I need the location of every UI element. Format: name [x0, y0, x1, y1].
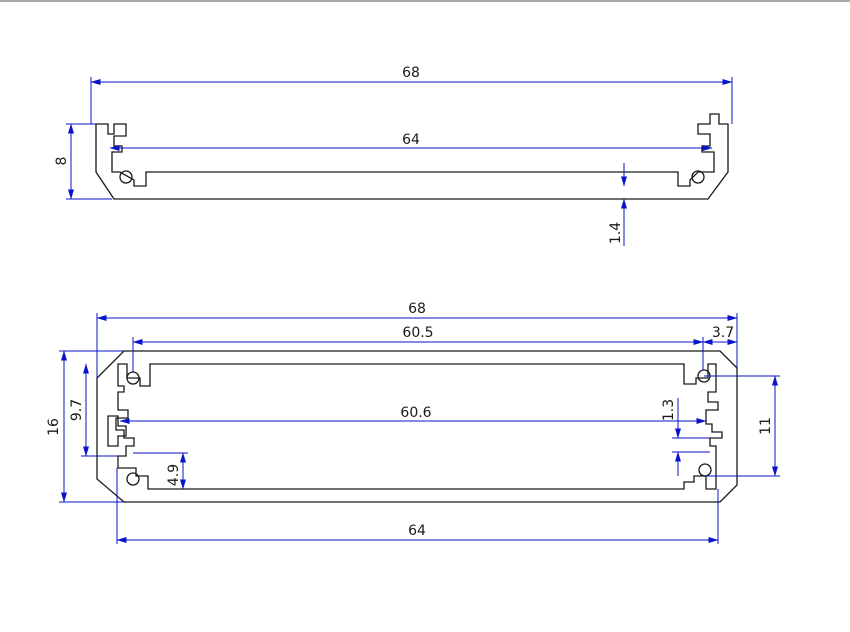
label-bottom-lower-slot-height: 4.9	[166, 464, 182, 486]
label-bottom-width: 64	[408, 523, 426, 539]
label-bottom-inner-top-width: 60.5	[402, 325, 433, 341]
bottom-screw-boss-bottom-right	[698, 463, 712, 477]
label-bottom-right-height: 11	[758, 417, 774, 435]
bottom-inner-cavity	[115, 363, 723, 490]
top-view-dimensions	[66, 77, 733, 246]
top-profile-outline	[95, 113, 729, 200]
bottom-view	[96, 350, 738, 503]
top-view	[95, 113, 729, 200]
label-bottom-left-slot-height: 9.7	[69, 399, 85, 421]
label-top-inner-width: 64	[402, 132, 420, 148]
label-top-wall-thickness: 1.4	[608, 222, 624, 244]
label-bottom-overall-width: 68	[408, 301, 426, 317]
bottom-left-clip	[107, 415, 127, 447]
top-left-screw-boss	[119, 170, 133, 184]
top-right-screw-boss	[691, 170, 705, 184]
label-bottom-total-height: 16	[46, 418, 62, 436]
label-bottom-right-gap: 1.3	[661, 399, 677, 421]
label-top-overall-width: 68	[402, 65, 420, 81]
top-view-labels: 68 64 8 1.4	[54, 65, 624, 244]
bottom-view-dimensions	[59, 313, 780, 544]
bottom-outer-outline	[96, 350, 738, 503]
bottom-screw-boss-bottom-left	[126, 472, 140, 486]
label-bottom-mid-width: 60.6	[400, 405, 431, 421]
label-top-height: 8	[54, 157, 70, 166]
bottom-view-labels: 68 60.5 3.7 60.6 16 9.7 4.9 1.3 11 64	[46, 301, 774, 539]
label-bottom-corner-offset: 3.7	[712, 325, 734, 341]
